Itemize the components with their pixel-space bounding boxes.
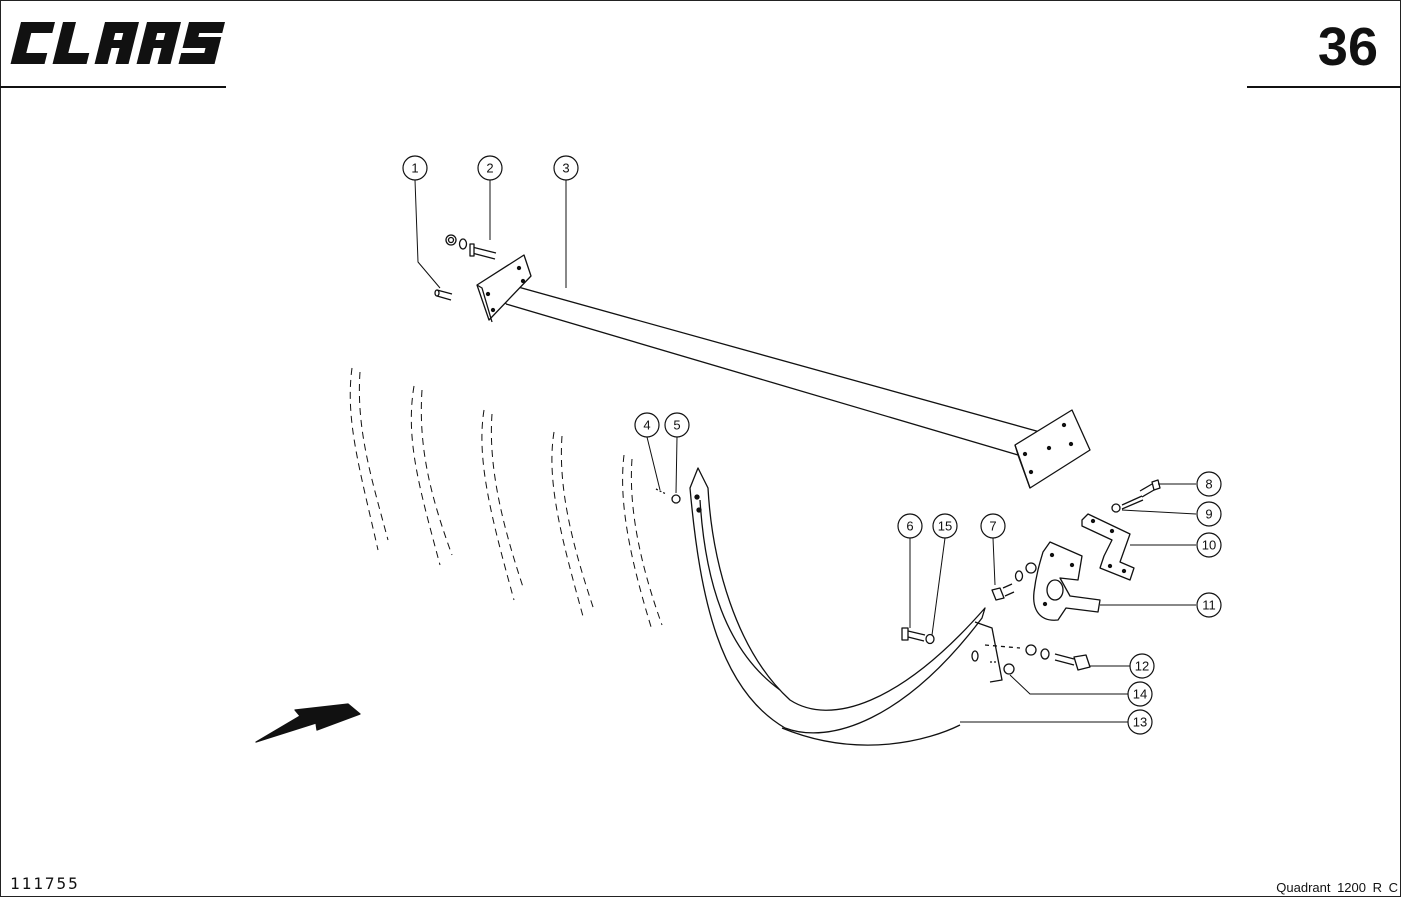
bolt-7 <box>991 562 1037 601</box>
svg-text:2: 2 <box>486 161 493 176</box>
svg-text:15: 15 <box>938 519 952 534</box>
callout-8: 8 <box>1196 471 1222 497</box>
svg-text:6: 6 <box>906 519 913 534</box>
svg-text:9: 9 <box>1205 507 1212 522</box>
callout-13: 13 <box>1127 709 1153 735</box>
callout-12: 12 <box>1129 653 1155 679</box>
callout-15: 15 <box>932 513 958 539</box>
model-designation: Quadrant 1200 R C <box>1276 880 1398 895</box>
bolt-set-beam <box>434 234 497 301</box>
svg-text:3: 3 <box>562 161 569 176</box>
callout-3: 3 <box>553 155 579 181</box>
svg-text:12: 12 <box>1135 659 1149 674</box>
page-number: 36 <box>1317 17 1378 77</box>
leader-lines <box>414 179 1197 723</box>
bolt-set-tine-top <box>655 488 681 504</box>
callout-10: 10 <box>1196 532 1222 558</box>
callout-1: 1 <box>402 155 428 181</box>
svg-text:13: 13 <box>1133 715 1147 730</box>
callout-4: 4 <box>634 412 660 438</box>
svg-text:11: 11 <box>1202 598 1216 613</box>
callout-5: 5 <box>664 412 690 438</box>
callout-11: 11 <box>1196 592 1222 618</box>
drawing-number: 111755 <box>10 874 80 893</box>
claas-logo <box>10 22 226 64</box>
svg-text:10: 10 <box>1202 538 1216 553</box>
svg-text:14: 14 <box>1133 687 1147 702</box>
callout-7: 7 <box>980 513 1006 539</box>
svg-text:1: 1 <box>411 161 418 176</box>
tine <box>689 467 1003 746</box>
bracket-10 <box>1081 479 1161 581</box>
page-number-underline <box>1247 86 1401 88</box>
svg-text:7: 7 <box>989 519 996 534</box>
callout-6: 6 <box>897 513 923 539</box>
bolt-set-12-14 <box>971 644 1091 675</box>
travel-direction-arrow <box>255 703 361 743</box>
bolt-set-6-15 <box>901 627 935 645</box>
svg-text:8: 8 <box>1205 477 1212 492</box>
callout-9: 9 <box>1196 501 1222 527</box>
callout-14: 14 <box>1127 681 1153 707</box>
beam <box>476 254 1091 489</box>
svg-text:5: 5 <box>673 418 680 433</box>
ghost-tines <box>349 367 663 631</box>
svg-text:4: 4 <box>643 418 650 433</box>
holder-11 <box>1033 541 1101 621</box>
callout-2: 2 <box>477 155 503 181</box>
logo-underline <box>0 86 226 88</box>
